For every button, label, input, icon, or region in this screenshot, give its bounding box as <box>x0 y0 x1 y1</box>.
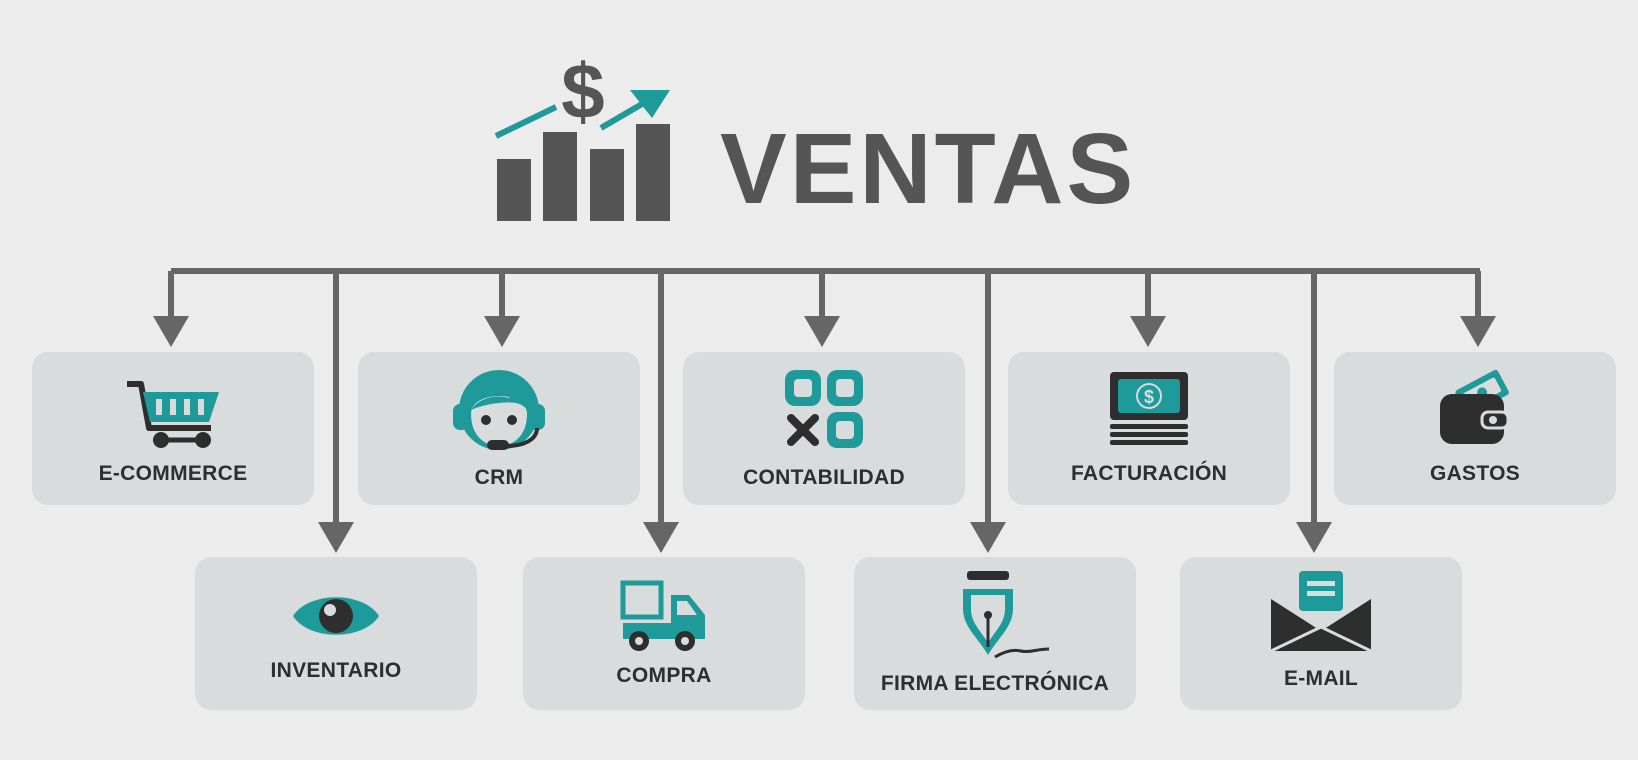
module-card-firma-electronica[interactable]: FIRMA ELECTRÓNICA <box>854 557 1136 710</box>
shopping-cart-icon <box>127 381 219 448</box>
arrowhead <box>804 316 840 347</box>
module-card-facturacion[interactable]: $ FACTURACIÓN <box>1008 352 1290 505</box>
module-card-contabilidad[interactable]: CONTABILIDAD <box>683 352 965 505</box>
module-label: CRM <box>474 466 524 489</box>
module-label: GASTOS <box>1429 462 1521 485</box>
arrowhead <box>1130 316 1166 347</box>
arrowhead <box>484 316 520 347</box>
dollar-symbol: $ <box>561 47 604 135</box>
module-label: INVENTARIO <box>270 659 402 682</box>
module-label: FIRMA ELECTRÓNICA <box>880 672 1110 695</box>
fountain-pen-icon <box>963 571 1050 659</box>
svg-text:$: $ <box>1144 387 1154 407</box>
delivery-truck-icon <box>620 580 705 651</box>
module-card-crm[interactable]: CRM <box>358 352 640 505</box>
arrowhead <box>318 522 354 553</box>
module-label: E-COMMERCE <box>98 462 248 485</box>
arrowhead <box>643 522 679 553</box>
module-label: E-MAIL <box>1283 667 1359 690</box>
wallet-icon <box>1440 369 1510 444</box>
module-label: COMPRA <box>616 664 712 687</box>
sales-growth-chart-icon: $ <box>494 47 670 221</box>
arrowhead <box>1296 522 1332 553</box>
module-label: CONTABILIDAD <box>743 466 905 489</box>
module-card-email[interactable]: E-MAIL <box>1180 557 1462 710</box>
envelope-icon <box>1270 571 1372 653</box>
arrowhead <box>970 522 1006 553</box>
module-label: FACTURACIÓN <box>1070 462 1228 485</box>
module-card-gastos[interactable]: GASTOS <box>1334 352 1616 505</box>
page-title: VENTAS <box>720 113 1137 225</box>
cash-stack-icon: $ <box>1110 372 1188 445</box>
module-card-ecommerce[interactable]: E-COMMERCE <box>32 352 314 505</box>
eye-icon <box>293 597 379 635</box>
module-card-inventario[interactable]: INVENTARIO <box>195 557 477 710</box>
accounting-grid-icon <box>785 370 863 448</box>
arrowhead <box>153 316 189 347</box>
module-card-compra[interactable]: COMPRA <box>523 557 805 710</box>
support-agent-icon <box>453 370 545 450</box>
arrowhead <box>1460 316 1496 347</box>
